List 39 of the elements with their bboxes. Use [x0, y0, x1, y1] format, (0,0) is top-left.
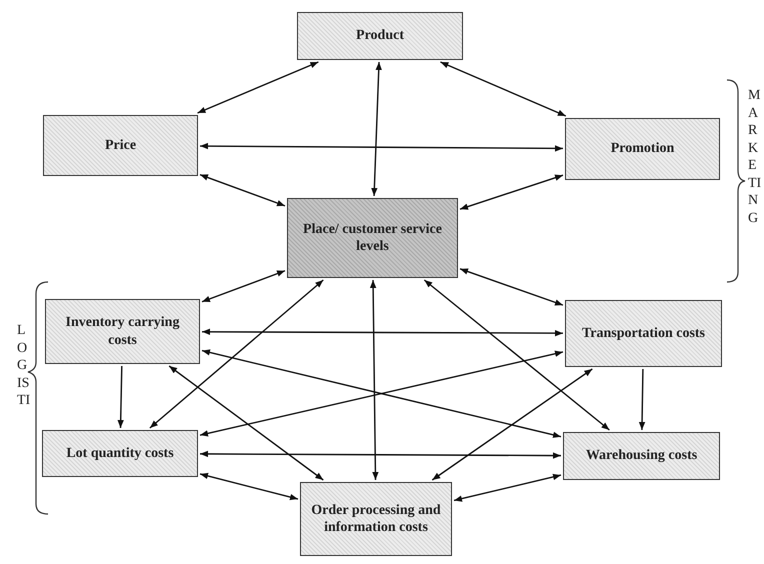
arrow — [432, 368, 593, 481]
arrow — [460, 174, 564, 210]
process-box — [565, 118, 720, 180]
process-box — [297, 12, 463, 60]
arrow — [440, 61, 566, 117]
process-box — [565, 300, 722, 367]
process-box — [300, 482, 452, 556]
node-label: Place/ customer service levels — [302, 220, 443, 256]
arrow — [370, 280, 379, 480]
vertical-label: LOGISTI — [17, 322, 32, 410]
node-label: Inventory carrying costs — [64, 314, 180, 349]
arrow — [200, 472, 298, 500]
process-box — [43, 115, 198, 176]
node-label: Product — [355, 27, 405, 45]
process-box — [42, 430, 198, 477]
vertical-label: MARKETING — [748, 87, 762, 227]
node-label: Price — [104, 136, 138, 154]
arrow — [202, 270, 286, 302]
arrow — [118, 366, 124, 428]
process-box — [563, 432, 720, 480]
node-label: Promotion — [610, 140, 676, 158]
arrow — [200, 450, 561, 459]
process-box — [287, 198, 458, 278]
arrow — [371, 62, 382, 196]
arrow — [197, 61, 319, 114]
arrow — [202, 328, 563, 336]
arrow — [460, 268, 564, 306]
arrow — [168, 365, 324, 481]
arrow — [454, 474, 562, 502]
node-label: Order processing and information costs — [310, 502, 442, 536]
arrow — [638, 368, 646, 430]
arrow — [200, 142, 563, 152]
node-label: Lot quantity costs — [65, 444, 175, 462]
process-box — [45, 299, 200, 364]
arrow — [149, 279, 324, 429]
arrow — [424, 279, 610, 431]
node-label: Transportation costs — [580, 324, 706, 342]
node-label: Warehousing costs — [584, 447, 698, 465]
arrow — [200, 174, 286, 207]
